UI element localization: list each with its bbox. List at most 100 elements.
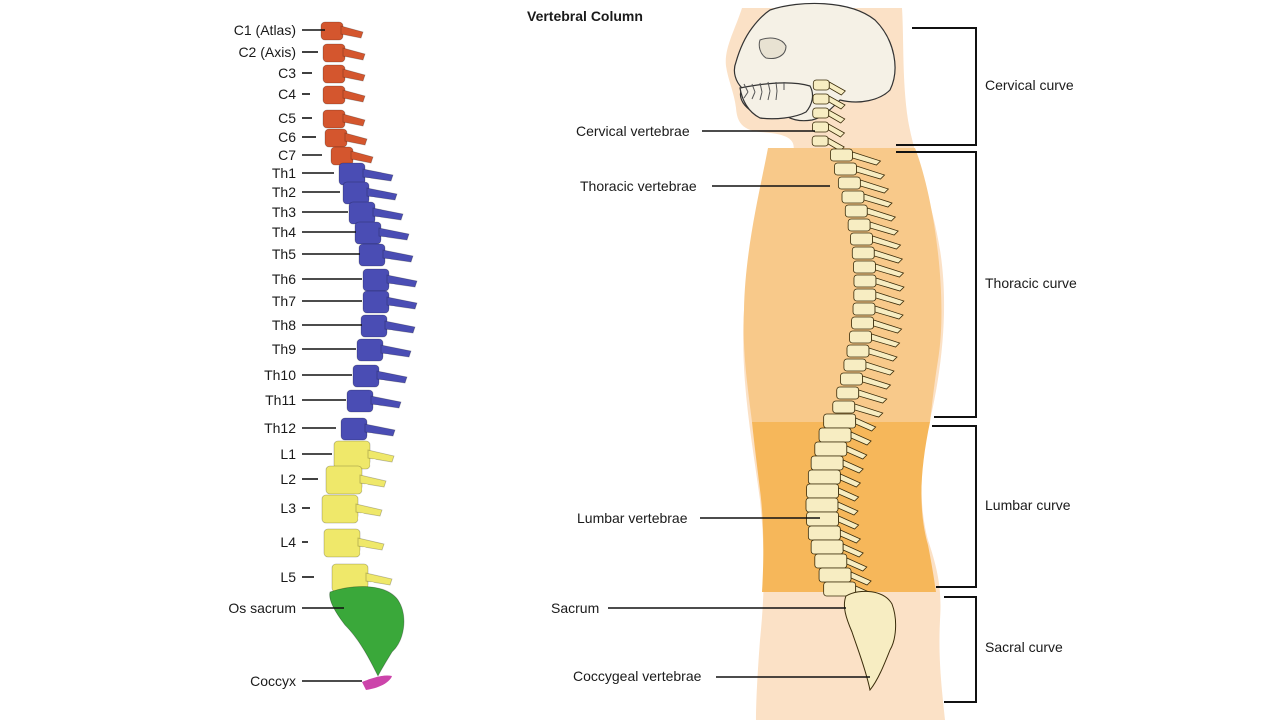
side-vertebra (834, 162, 857, 176)
side-spinous-process (855, 417, 877, 432)
side-spinous-process (828, 95, 846, 110)
side-spinous-process (875, 263, 905, 278)
vertebra-process (372, 207, 404, 221)
vertebra-body (323, 528, 361, 558)
vertebra-process (386, 274, 418, 288)
bracket-sacral (944, 596, 977, 703)
side-vertebra (843, 358, 867, 372)
vertebra-body (322, 85, 346, 105)
side-vertebra (847, 218, 871, 232)
vertebra-body (356, 338, 384, 362)
side-spinous-process (872, 235, 902, 250)
left-label: Th2 (272, 184, 296, 200)
side-spinous-process (842, 543, 864, 558)
side-spinous-process (846, 445, 868, 460)
left-label: L2 (280, 471, 296, 487)
vertebra-body (362, 268, 390, 292)
side-spinous-process (869, 221, 899, 236)
label-sacral-curve: Sacral curve (985, 639, 1063, 655)
side-vertebra (810, 455, 844, 471)
side-spinous-process (868, 347, 898, 362)
vertebral-foramen (370, 459, 378, 469)
label-thoracic-curve: Thoracic curve (985, 275, 1077, 291)
coccyx-shape (362, 675, 392, 690)
label-lumbar-vertebrae: Lumbar vertebrae (577, 510, 688, 526)
side-spinous-process (828, 123, 846, 138)
side-vertebra (844, 204, 868, 218)
left-label: Th12 (264, 420, 296, 436)
left-label: C4 (278, 86, 296, 102)
vertebra-body (360, 314, 388, 338)
vertebral-foramen (358, 513, 366, 523)
body-silhouette (725, 2, 945, 720)
side-vertebra (830, 148, 853, 162)
side-vertebra (807, 469, 841, 485)
label-thoracic-vertebrae: Thoracic vertebrae (580, 178, 697, 194)
side-sacrum (843, 590, 897, 692)
bracket-cervical (896, 27, 977, 146)
vertebra-process (386, 296, 418, 310)
vertebral-foramen (389, 306, 397, 316)
side-vertebra (837, 176, 861, 190)
diagram-title: Vertebral Column (527, 8, 643, 24)
vertebra-body (352, 364, 380, 388)
left-label: Th11 (265, 392, 296, 408)
left-label: L1 (280, 446, 296, 462)
vertebral-foramen (387, 330, 395, 340)
left-label: Th9 (272, 341, 296, 357)
side-spinous-process (846, 557, 868, 572)
vertebra-process (380, 344, 412, 358)
vertebral-foramen (367, 433, 375, 443)
side-spinous-process (839, 529, 862, 544)
vertebra-process (342, 47, 366, 61)
vertebra-process (366, 187, 398, 201)
vertebra-body (320, 21, 344, 41)
side-vertebra (810, 539, 844, 555)
vertebra-process (364, 423, 396, 437)
vertebra-body (333, 440, 371, 470)
left-label: Th10 (264, 367, 296, 383)
left-label: L3 (280, 500, 296, 516)
vertebra-process (355, 503, 383, 517)
bracket-thoracic (896, 151, 977, 418)
left-label: Th3 (272, 204, 296, 220)
vertebra-body (348, 201, 376, 225)
side-spinous-process (875, 277, 905, 292)
vertebral-foramen (379, 380, 387, 390)
label-cervical-vertebrae: Cervical vertebrae (576, 123, 690, 139)
vertebra-process (378, 227, 410, 241)
left-label: C5 (278, 110, 296, 126)
vertebra-body (324, 128, 348, 148)
side-vertebra (852, 302, 876, 316)
side-vertebra (853, 260, 876, 274)
left-label: C6 (278, 129, 296, 145)
curve-brackets: Cervical curve Thoracic curve Lumbar cur… (896, 27, 1077, 703)
side-vertebra (812, 93, 830, 105)
side-vertebra (832, 400, 856, 414)
side-spinous-process (838, 487, 860, 502)
side-spinous-process (856, 165, 886, 180)
teeth (743, 81, 785, 101)
colored-spine-illustration (320, 21, 418, 690)
side-vertebra (853, 288, 877, 302)
vertebra-process (362, 168, 394, 182)
vertebra-body (322, 43, 346, 63)
side-vertebra (849, 330, 872, 344)
side-vertebra (851, 246, 875, 260)
vertebra-body (322, 109, 346, 129)
side-spinous-process (875, 291, 905, 306)
sacrum-shape (329, 586, 405, 677)
vertebra-body (321, 494, 359, 524)
side-spinous-process (874, 305, 904, 320)
side-vertebra (846, 344, 870, 358)
side-spinous-process (873, 249, 904, 264)
side-vertebra (812, 107, 830, 119)
vertebra-body (362, 290, 390, 314)
vertebra-process (365, 572, 393, 586)
vertebra-process (340, 25, 364, 39)
vertebral-foramen (360, 547, 368, 557)
left-label: C2 (Axis) (238, 44, 296, 60)
vertebra-process (350, 150, 374, 164)
side-spinous-process (839, 473, 862, 488)
vertebra-body (358, 243, 386, 267)
